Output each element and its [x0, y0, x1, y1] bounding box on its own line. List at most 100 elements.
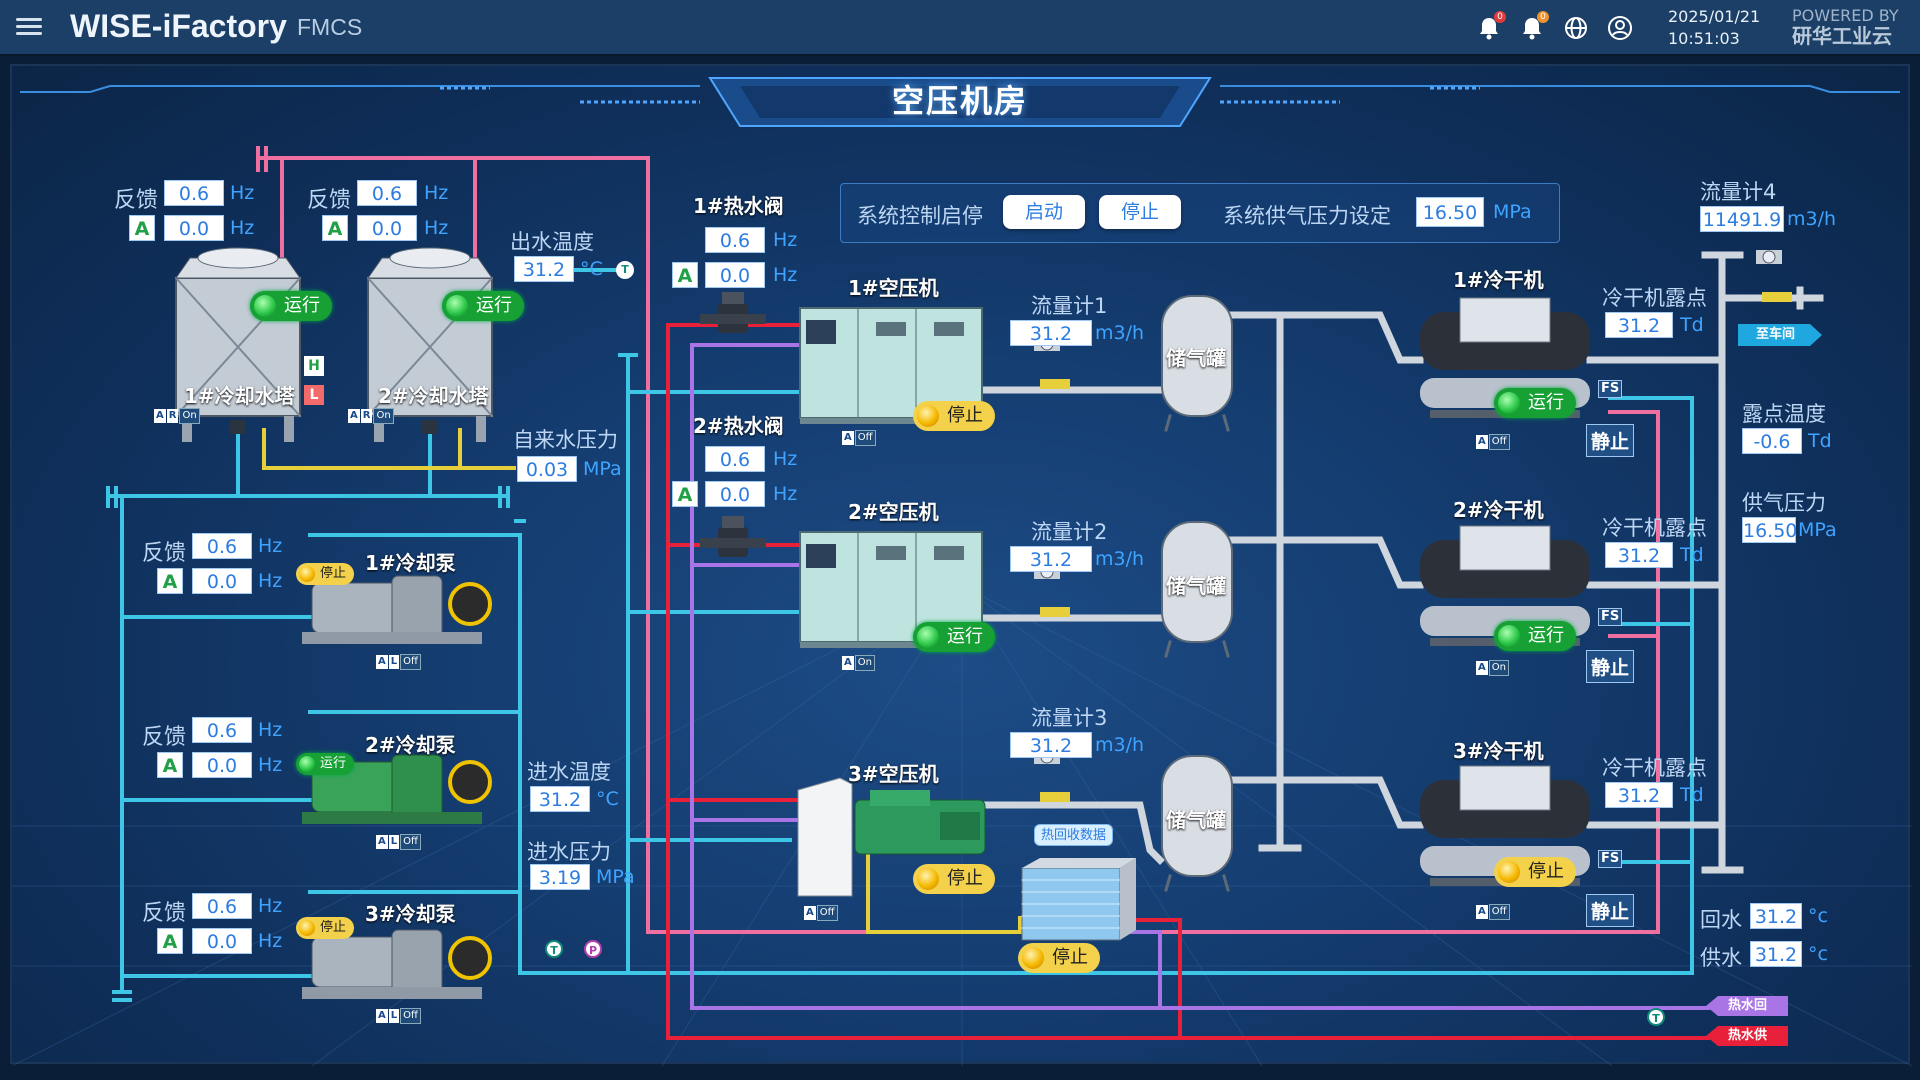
tower-1-tag-on: On — [179, 408, 200, 424]
supply-water-label: 供水 — [1700, 946, 1742, 970]
supply-pressure-value: 16.50 — [1742, 517, 1797, 543]
tower-1-status-run[interactable]: 运行 — [250, 291, 332, 321]
tower-1-feedback-label: 反馈 — [114, 188, 159, 213]
notification-bell-icon[interactable]: 0 — [1518, 11, 1549, 42]
tank-1-label: 储气罐 — [1166, 346, 1226, 370]
tower-2-status-run[interactable]: 运行 — [442, 291, 524, 321]
compressor-3-status-stop[interactable]: 停止 — [913, 864, 995, 894]
globe-icon[interactable] — [1562, 14, 1590, 42]
tower-1-name: 1#冷却水塔 — [184, 384, 295, 408]
supply-water-value: 31.2 — [1750, 941, 1802, 967]
inlet-pressure-unit: MPa — [596, 866, 635, 888]
dryer-2-fs-indicator: FS — [1598, 608, 1623, 626]
return-water-unit: °c — [1808, 905, 1828, 927]
dryer-2-tag-a: A — [1476, 661, 1488, 675]
hot-valve-1-auto-button[interactable]: A — [672, 262, 698, 288]
pump-3-setpoint-input[interactable]: 0.0 — [192, 928, 252, 954]
heat-recovery-status-stop[interactable]: 停止 — [1018, 943, 1100, 973]
dryer-3-status-stop[interactable]: 停止 — [1494, 857, 1576, 887]
pump-2-tag-a: A — [376, 835, 388, 849]
tap-pressure-value: 0.03 — [517, 456, 577, 482]
pump-1-feedback-unit: Hz — [258, 535, 283, 557]
flowmeter-3-name: 流量计3 — [1031, 706, 1108, 730]
system-start-button[interactable]: 启动 — [1003, 195, 1085, 229]
app-title: WISE-iFactory — [70, 8, 287, 44]
compressor-1-name: 1#空压机 — [848, 276, 939, 300]
compressor-2-status-run[interactable]: 运行 — [913, 622, 995, 652]
tower-2-tag-r: R — [360, 409, 373, 423]
pipe-pink — [256, 146, 1660, 934]
tower-1-tag-a: A — [154, 409, 166, 423]
pump-1-setpoint-input[interactable]: 0.0 — [192, 568, 252, 594]
pump-1-tag-off: Off — [400, 654, 421, 670]
alarm-bell-icon[interactable]: 0 — [1475, 11, 1506, 42]
compressor-2-tag-a: A — [842, 656, 854, 670]
pump-2-auto-button[interactable]: A — [157, 752, 183, 778]
hot-valve-2-auto-button[interactable]: A — [672, 481, 698, 507]
dryer-2-dew-value: 31.2 — [1605, 542, 1673, 568]
supply-pressure-label: 供气压力 — [1742, 491, 1826, 515]
dryer-1-fs-indicator: FS — [1598, 380, 1623, 398]
supply-pressure-unit: MPa — [1798, 519, 1837, 541]
system-control-label: 系统控制启停 — [857, 204, 983, 228]
heat-recovery-data-button[interactable]: 热回收数据 — [1034, 824, 1114, 846]
hot-valve-1-setpoint-input[interactable]: 0.0 — [705, 262, 765, 288]
dryer-1-status-run[interactable]: 运行 — [1494, 388, 1576, 418]
dryer-2-status-run[interactable]: 运行 — [1494, 621, 1576, 651]
flowmeter-4-value: 11491.9 — [1700, 206, 1784, 232]
powered-by-text: POWERED BY — [1792, 6, 1899, 25]
dryer-1-name: 1#冷干机 — [1453, 268, 1544, 292]
compressor-2-status-text: 运行 — [947, 626, 983, 647]
tank-2-graphic — [1161, 521, 1233, 658]
dryer-3-static-state[interactable]: 静止 — [1586, 894, 1635, 927]
dryer-1-static-state[interactable]: 静止 — [1586, 424, 1635, 457]
menu-icon[interactable] — [16, 14, 42, 40]
dew-point-label: 露点温度 — [1742, 402, 1826, 426]
tower-1-status-text: 运行 — [284, 295, 320, 316]
hot-valve-2-feedback-unit: Hz — [773, 448, 798, 470]
pump-1-auto-button[interactable]: A — [157, 568, 183, 594]
pump-3-auto-button[interactable]: A — [157, 928, 183, 954]
supply-pressure-setpoint-input[interactable]: 16.50 — [1416, 197, 1484, 227]
flowmeter-1-value: 31.2 — [1010, 320, 1092, 346]
pump-2-tag-l: L — [388, 835, 400, 849]
pump-2-setpoint-input[interactable]: 0.0 — [192, 752, 252, 778]
dryer-3-tag-a: A — [1476, 905, 1488, 919]
compressor-3-status-text: 停止 — [947, 868, 983, 889]
tower-1-setpoint-input[interactable]: 0.0 — [164, 215, 224, 241]
outlet-temp-sensor-icon: T — [616, 261, 634, 279]
pressure-sensor-icon: P — [584, 940, 602, 958]
pump-1-status-stop[interactable]: 停止 — [296, 563, 355, 585]
compressor-2-graphic — [799, 531, 983, 648]
dryer-3-fs-indicator: FS — [1598, 850, 1623, 868]
pump-2-feedback-label: 反馈 — [142, 725, 187, 750]
compressor-3-name: 3#空压机 — [848, 762, 939, 786]
compressor-2-tag-mode: On — [854, 655, 875, 671]
compressor-3-graphic — [797, 777, 986, 897]
flowmeter-2-unit: m3/h — [1095, 548, 1145, 570]
compressor-1-status-stop[interactable]: 停止 — [913, 401, 995, 431]
return-water-label: 回水 — [1700, 908, 1742, 932]
system-control-panel: 系统控制启停 启动 停止 系统供气压力设定 16.50 MPa — [840, 183, 1560, 243]
tower-1-auto-button[interactable]: A — [129, 215, 155, 241]
flowmeter-1-name: 流量计1 — [1031, 294, 1108, 318]
pump-2-tag-off: Off — [400, 834, 421, 850]
system-stop-button[interactable]: 停止 — [1099, 195, 1181, 229]
user-icon[interactable] — [1606, 14, 1634, 42]
tower-2-auto-button[interactable]: A — [322, 215, 348, 241]
pump-1-graphic — [302, 575, 492, 644]
pump-2-status-run[interactable]: 运行 — [296, 753, 355, 775]
dryer-3-status-text: 停止 — [1528, 861, 1564, 882]
compressor-1-graphic — [799, 307, 983, 424]
hot-valve-2-setpoint-input[interactable]: 0.0 — [705, 481, 765, 507]
pump-3-feedback-value: 0.6 — [192, 893, 252, 919]
tower-2-setpoint-input[interactable]: 0.0 — [357, 215, 417, 241]
dryer-2-static-state[interactable]: 静止 — [1586, 650, 1635, 683]
pump-3-status-stop[interactable]: 停止 — [296, 917, 355, 939]
